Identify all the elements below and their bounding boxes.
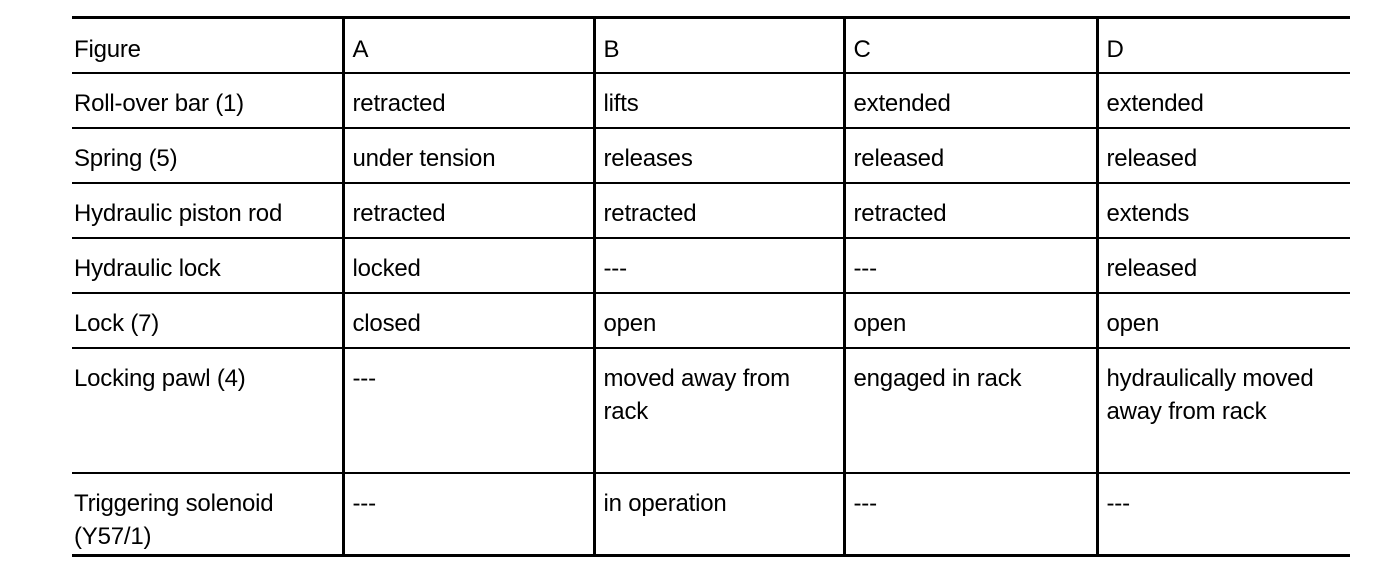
table-cell: --- — [842, 237, 1097, 293]
header-cell-b: B — [592, 16, 844, 73]
table-cell: locked — [341, 237, 594, 293]
table-row: Hydraulic piston rod retracted retracted… — [72, 182, 1350, 238]
table-cell: extended — [1095, 72, 1350, 128]
header-cell-a: A — [341, 16, 594, 73]
table-row: Triggering solenoid (Y57/1) --- in opera… — [72, 472, 1350, 557]
table-cell: --- — [341, 472, 594, 557]
row-label-cell: Lock (7) — [72, 292, 343, 348]
table-cell: --- — [842, 472, 1097, 557]
table-cell: --- — [1095, 472, 1350, 557]
table-cell: --- — [592, 237, 844, 293]
table-cell: engaged in rack — [842, 347, 1097, 473]
row-label-cell: Hydraulic lock — [72, 237, 343, 293]
table-row: Lock (7) closed open open open — [72, 292, 1350, 348]
row-label-cell: Roll-over bar (1) — [72, 72, 343, 128]
table-cell: open — [1095, 292, 1350, 348]
table-cell: retracted — [842, 182, 1097, 238]
table-cell: retracted — [341, 182, 594, 238]
table-cell: extends — [1095, 182, 1350, 238]
table-cell: open — [592, 292, 844, 348]
row-label-cell: Locking pawl (4) — [72, 347, 343, 473]
header-cell-d: D — [1095, 16, 1350, 73]
row-label-cell: Spring (5) — [72, 127, 343, 183]
table-header-row: Figure A B C D — [72, 16, 1350, 73]
table-cell: in operation — [592, 472, 844, 557]
table-row: Roll-over bar (1) retracted lifts extend… — [72, 72, 1350, 128]
table-cell: released — [842, 127, 1097, 183]
table-cell: --- — [341, 347, 594, 473]
table-row: Spring (5) under tension releases releas… — [72, 127, 1350, 183]
table-cell: releases — [592, 127, 844, 183]
table-row: Hydraulic lock locked --- --- released — [72, 237, 1350, 293]
header-cell-figure: Figure — [72, 16, 343, 73]
table-cell: extended — [842, 72, 1097, 128]
table-cell: retracted — [341, 72, 594, 128]
table-cell: moved away from rack — [592, 347, 844, 473]
table-cell: lifts — [592, 72, 844, 128]
table-cell: hydraulically moved away from rack — [1095, 347, 1350, 473]
table-row: Locking pawl (4) --- moved away from rac… — [72, 347, 1350, 473]
row-label-cell: Triggering solenoid (Y57/1) — [72, 472, 343, 557]
header-cell-c: C — [842, 16, 1097, 73]
table-cell: closed — [341, 292, 594, 348]
table-cell: retracted — [592, 182, 844, 238]
table-cell: open — [842, 292, 1097, 348]
table-cell: released — [1095, 237, 1350, 293]
row-label-cell: Hydraulic piston rod — [72, 182, 343, 238]
table-cell: released — [1095, 127, 1350, 183]
table-cell: under tension — [341, 127, 594, 183]
state-table: Figure A B C D Roll-over bar (1) retract… — [72, 16, 1350, 557]
